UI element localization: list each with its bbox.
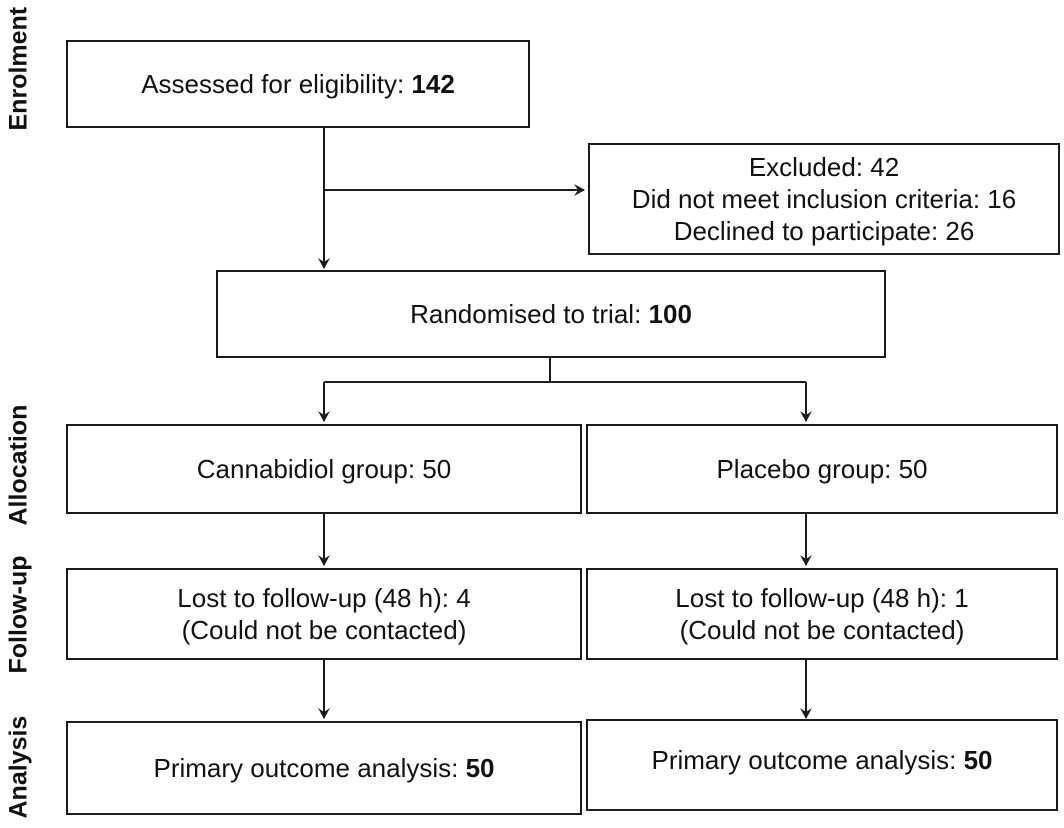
randomised-box: Randomised to trial: 100	[216, 270, 886, 358]
placebo-analysis-count: 50	[963, 745, 993, 775]
excluded-total: Excluded: 42	[748, 152, 900, 182]
placebo-analysis-text: Primary outcome analysis: 50	[651, 744, 992, 776]
placebo-lost-count: Lost to follow-up (48 h): 1	[675, 583, 969, 613]
placebo-group-box: Placebo group: 50	[586, 424, 1058, 514]
randomised-label: Randomised to trial:	[410, 299, 649, 329]
excluded-box: Excluded: 42 Did not meet inclusion crit…	[588, 143, 1060, 255]
placebo-lost-reason: (Could not be contacted)	[679, 615, 965, 645]
cbd-analysis-box: Primary outcome analysis: 50	[66, 721, 582, 815]
cbd-analysis-text: Primary outcome analysis: 50	[153, 752, 494, 784]
assessed-label: Assessed for eligibility:	[141, 69, 412, 99]
placebo-analysis-label: Primary outcome analysis:	[651, 745, 964, 775]
placebo-followup-box: Lost to follow-up (48 h): 1 (Could not b…	[586, 568, 1058, 660]
assessed-count: 142	[411, 69, 455, 99]
assessed-text: Assessed for eligibility: 142	[141, 68, 455, 100]
cbd-group-text: Cannabidiol group: 50	[196, 454, 452, 484]
excluded-inclusion-criteria: Did not meet inclusion criteria: 16	[631, 184, 1017, 214]
cbd-lost-reason: (Could not be contacted)	[181, 615, 467, 645]
cbd-lost-count: Lost to follow-up (48 h): 4	[177, 583, 471, 613]
cbd-group-box: Cannabidiol group: 50	[66, 424, 582, 514]
excluded-declined: Declined to participate: 26	[673, 216, 975, 246]
randomised-text: Randomised to trial: 100	[410, 298, 692, 330]
cbd-followup-box: Lost to follow-up (48 h): 4 (Could not b…	[66, 568, 582, 660]
randomised-count: 100	[648, 299, 692, 329]
cbd-analysis-label: Primary outcome analysis:	[153, 753, 466, 783]
cbd-analysis-count: 50	[465, 753, 495, 783]
placebo-group-text: Placebo group: 50	[716, 454, 928, 484]
assessed-box: Assessed for eligibility: 142	[66, 40, 530, 128]
placebo-analysis-box: Primary outcome analysis: 50	[586, 719, 1058, 811]
